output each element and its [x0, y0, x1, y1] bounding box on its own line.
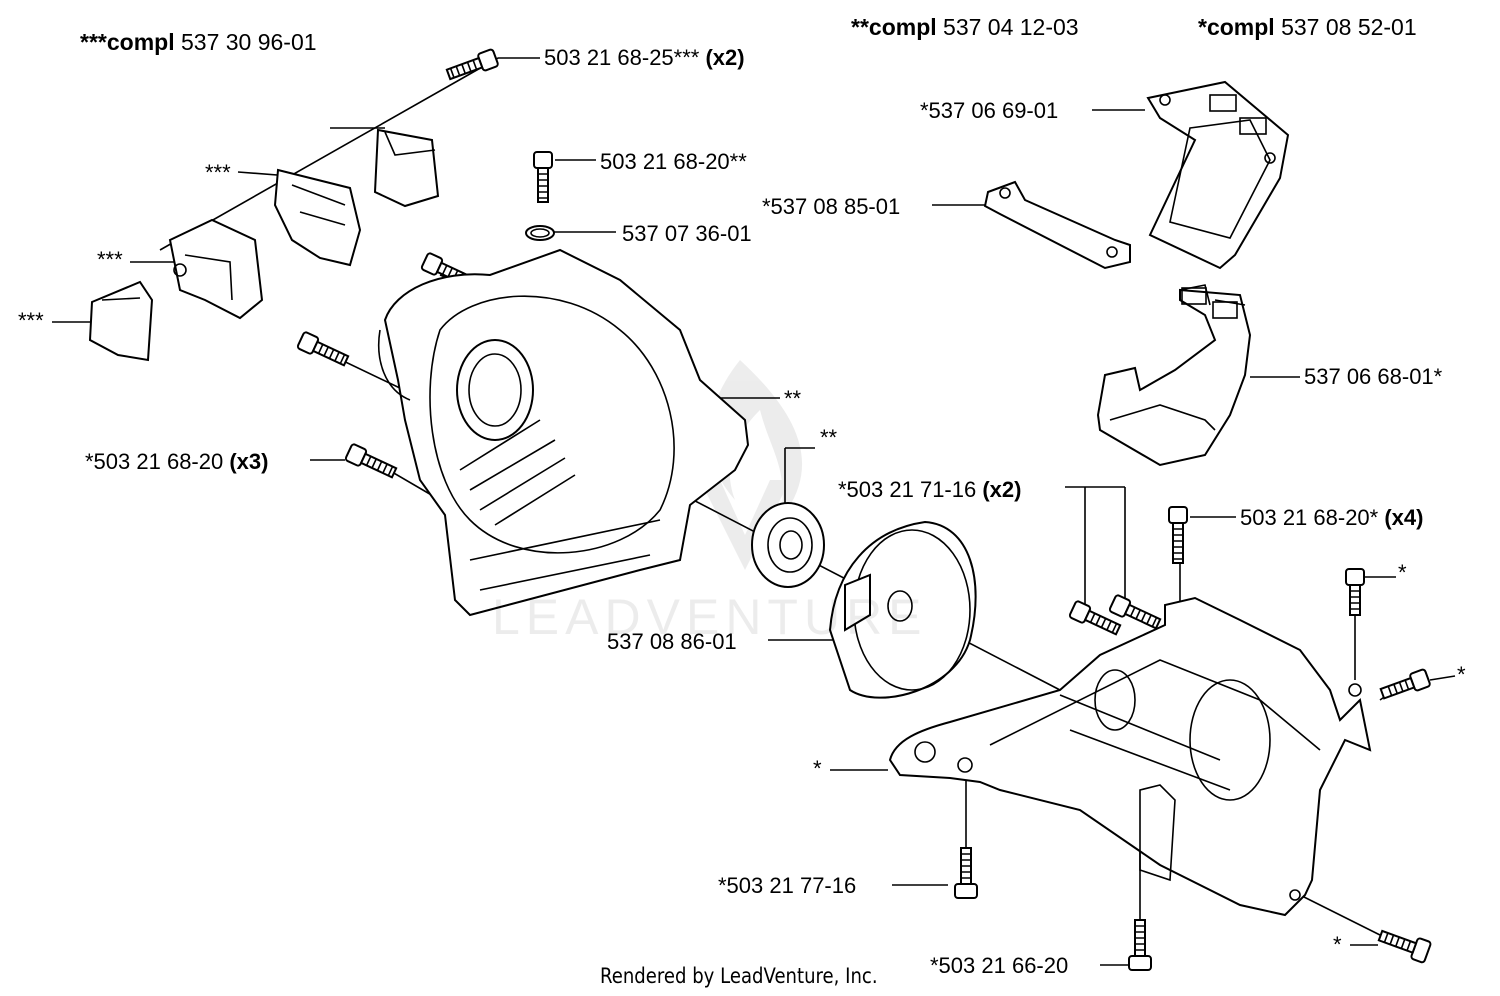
callout-marker: *	[1398, 560, 1407, 585]
callout-part-number: *537 08 85-01	[762, 194, 901, 219]
kit-header-middle: **compl 537 04 12-03	[851, 14, 1079, 40]
callout-quantity: (x4)	[1384, 505, 1424, 530]
callout-503-21-68-25: 503 21 68-25*** (x2)	[544, 45, 745, 71]
bolt-mid-a	[1068, 600, 1122, 636]
cover-piece-bottom	[88, 280, 154, 362]
kit-header-right-number: 537 08 52-01	[1281, 14, 1417, 40]
callout-503-21-71-16-x2: *503 21 71-16 (x2)	[838, 477, 1021, 503]
callout-part-number: 537 07 36-01	[622, 221, 752, 246]
flywheel	[828, 520, 977, 699]
footer-credit: Rendered by LeadVenture, Inc.	[600, 964, 878, 988]
callout-quantity: (x2)	[982, 477, 1022, 502]
bolt-bottom-right	[1377, 929, 1432, 964]
callout-single-star-b: *	[1457, 662, 1466, 688]
callout-part-number: 537 06 68-01*	[1304, 364, 1443, 389]
plate-537-08-85-01	[983, 180, 1131, 270]
crankcase-right	[888, 596, 1372, 917]
bearing	[751, 502, 825, 588]
callout-marker: *	[813, 756, 822, 781]
callout-part-number: *503 21 66-20	[930, 953, 1069, 978]
callout-quantity: (x2)	[705, 45, 745, 70]
callout-503-21-68-20-x3: *503 21 68-20 (x3)	[85, 449, 268, 475]
callout-quantity: (x3)	[229, 449, 269, 474]
callout-marker: **	[784, 386, 802, 411]
cover-537-06-68-01	[1096, 284, 1252, 467]
callout-537-07-36-01: 537 07 36-01	[622, 221, 752, 247]
kit-header-middle-number: 537 04 12-03	[943, 14, 1079, 40]
callout-503-21-68-20-double-star: 503 21 68-20**	[600, 149, 747, 175]
callout-503-21-66-20: *503 21 66-20	[930, 953, 1068, 979]
callout-part-number: *503 21 71-16	[838, 477, 977, 502]
bolt-right-side	[1379, 668, 1431, 700]
callout-marker: ***	[18, 308, 44, 333]
callout-marker: *	[1333, 932, 1342, 957]
watermark-text: LEADVENTURE	[492, 589, 928, 645]
cover-piece-holder	[168, 218, 264, 320]
callout-part-number: *503 21 77-16	[718, 873, 857, 898]
callout-part-number: 503 21 68-20*	[1240, 505, 1379, 530]
callout-marker: **	[820, 425, 838, 450]
kit-header-left: ***compl 537 30 96-01	[80, 29, 317, 55]
callout-marker: *	[1457, 662, 1466, 687]
cover-piece-top	[373, 128, 440, 208]
callout-537-08-86-01: 537 08 86-01	[607, 629, 737, 655]
bolt-top-left	[445, 48, 499, 81]
callout-single-star-d: *	[1333, 932, 1342, 958]
kit-header-left-prefix: ***compl	[80, 29, 175, 55]
kit-header-middle-prefix: **compl	[851, 14, 937, 40]
crankcase-left	[378, 248, 750, 617]
callout-marker: ***	[97, 247, 123, 272]
gasket-537-06-69-01	[1146, 80, 1290, 270]
callout-marker: ***	[205, 160, 231, 185]
callout-537-06-69-01: *537 06 69-01	[920, 98, 1058, 124]
callout-double-star-b: **	[820, 425, 837, 451]
callout-triple-star-a: ***	[205, 160, 231, 186]
callout-single-star-a: *	[1398, 560, 1407, 586]
callout-part-number: 503 21 68-20**	[600, 149, 747, 174]
kit-header-right-prefix: *compl	[1198, 14, 1275, 40]
callout-part-number: *537 06 69-01	[920, 98, 1059, 123]
callout-part-number: 503 21 68-25***	[544, 45, 700, 70]
callout-triple-star-c: ***	[18, 308, 44, 334]
bolt-vertical-top	[533, 151, 553, 203]
kit-header-right: *compl 537 08 52-01	[1198, 14, 1417, 40]
watermark-logo	[700, 360, 803, 570]
bolt-left-c	[344, 443, 398, 479]
bolt-vertical-mid	[1168, 506, 1188, 564]
bolt-vertical-right	[1345, 568, 1365, 616]
callout-537-06-68-01: 537 06 68-01*	[1304, 364, 1442, 390]
callout-503-21-68-20-x4: 503 21 68-20* (x4)	[1240, 505, 1423, 531]
callout-single-star-c: *	[813, 756, 822, 782]
callout-part-number: *503 21 68-20	[85, 449, 224, 474]
callout-537-08-85-01: *537 08 85-01	[762, 194, 900, 220]
kit-header-left-number: 537 30 96-01	[180, 29, 317, 55]
bolt-mid-b	[1108, 594, 1162, 630]
callout-triple-star-b: ***	[97, 247, 123, 273]
callout-part-number: 537 08 86-01	[607, 629, 737, 654]
cover-piece-mid	[273, 168, 362, 267]
bolt-bottom-a	[954, 847, 978, 899]
snap-ring	[525, 225, 555, 241]
bolt-left-b	[296, 331, 350, 367]
callout-503-21-77-16: *503 21 77-16	[718, 873, 856, 899]
bolt-bottom-b	[1128, 919, 1152, 971]
callout-double-star-a: **	[784, 386, 801, 412]
